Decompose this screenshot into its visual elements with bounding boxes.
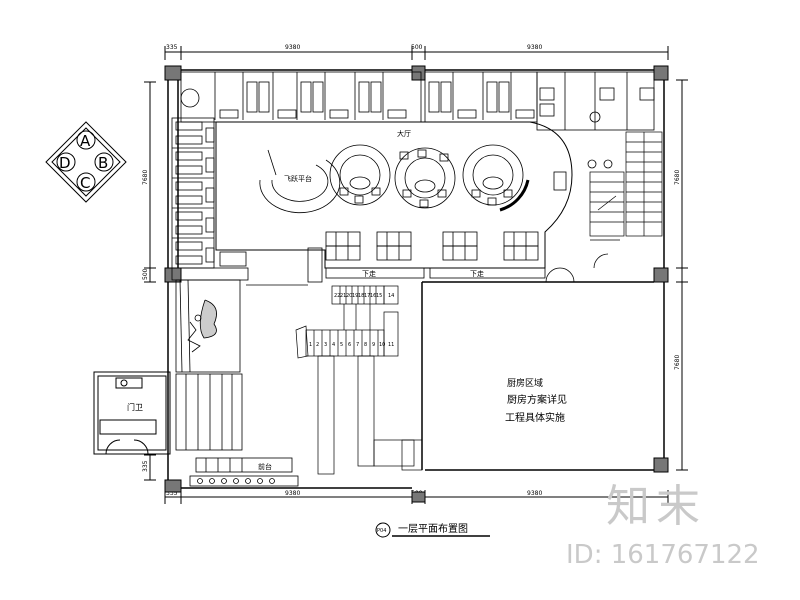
stair-number-2: 2 bbox=[316, 342, 319, 348]
left-dimension-line: 7680 500 335 bbox=[142, 81, 156, 481]
label-counter: 前台 bbox=[258, 462, 272, 471]
dim-bottom-right: 9380 bbox=[527, 490, 542, 497]
outer-walls bbox=[167, 69, 665, 489]
label-down-1: 下走 bbox=[362, 270, 376, 278]
dim-left-lower: 335 bbox=[142, 460, 149, 472]
label-kitchen-area: 厨房区域 bbox=[507, 377, 543, 389]
structural-columns bbox=[164, 65, 669, 503]
stair-number-7: 7 bbox=[356, 342, 359, 348]
stair-number-3: 3 bbox=[324, 342, 327, 348]
label-kitchen-note-2: 工程具体实施 bbox=[505, 411, 565, 424]
compass-c: C bbox=[80, 174, 90, 192]
dim-right-upper: 7680 bbox=[674, 170, 681, 185]
right-dimension-line: 7680 7680 bbox=[674, 79, 688, 471]
dim-top-mid: 500 bbox=[411, 44, 423, 51]
stair-number-top-6: 17 bbox=[364, 293, 370, 299]
dim-bottom-left: 9380 bbox=[285, 490, 300, 497]
dim-bottom-left-margin: 335 bbox=[166, 490, 178, 497]
gatehouse-office: 门卫 bbox=[93, 371, 171, 455]
front-counter: 前台 bbox=[189, 457, 299, 487]
stair-number-5: 5 bbox=[340, 342, 343, 348]
stair-number-top-7: 16 bbox=[370, 293, 376, 299]
compass-a: A bbox=[80, 132, 91, 150]
stair-number-4: 4 bbox=[332, 342, 335, 348]
round-booths bbox=[329, 144, 567, 212]
drawing-title: P04 一层平面布置图 bbox=[375, 522, 490, 538]
dining-tables bbox=[325, 231, 539, 261]
label-stage: 飞跃平台 bbox=[284, 174, 312, 183]
stair-number-11: 11 bbox=[388, 342, 394, 348]
label-kitchen-note-1: 厨房方案详见 bbox=[507, 393, 567, 406]
top-booth-row bbox=[180, 71, 538, 123]
stair-number-top-1: 22 bbox=[334, 293, 340, 299]
title-number: P04 bbox=[377, 528, 386, 534]
watermark-logo: 知末 bbox=[606, 481, 706, 532]
dim-left-small: 500 bbox=[142, 268, 149, 280]
stair-number-top-5: 18 bbox=[358, 293, 364, 299]
hall-boundary bbox=[215, 121, 573, 269]
parking-strips bbox=[175, 373, 243, 451]
garden-area bbox=[175, 279, 241, 373]
dim-left-height: 7680 bbox=[142, 170, 149, 185]
right-staircase bbox=[589, 131, 663, 237]
stair-number-top-2: 21 bbox=[340, 293, 346, 299]
kitchen-area: 厨房区域 厨房方案详见 工程具体实施 bbox=[505, 377, 567, 424]
entrance-doors bbox=[545, 239, 620, 283]
compass-b: B bbox=[98, 154, 108, 172]
label-hall: 大厅 bbox=[397, 129, 411, 138]
label-office: 门卫 bbox=[127, 402, 143, 412]
watermark-id: ID: 161767122 bbox=[566, 540, 760, 570]
title-text: 一层平面布置图 bbox=[398, 523, 468, 535]
ramp-area: 下走 下走 bbox=[171, 247, 546, 286]
stair-number-1: 1 bbox=[309, 342, 312, 348]
stair-number-8: 8 bbox=[364, 342, 367, 348]
stair-number-top-9: 14 bbox=[388, 293, 394, 299]
stair-number-top-4: 19 bbox=[352, 293, 358, 299]
compass-d: D bbox=[59, 154, 71, 172]
dim-top-right: 9380 bbox=[527, 44, 542, 51]
restroom-block bbox=[536, 71, 655, 169]
top-dimension-line: 335 9380 500 9380 bbox=[164, 44, 669, 60]
left-booth-column bbox=[171, 117, 215, 269]
stair-number-10: 10 bbox=[379, 342, 385, 348]
stair-number-top-3: 20 bbox=[346, 293, 352, 299]
dim-right-lower: 7680 bbox=[674, 355, 681, 370]
label-down-2: 下走 bbox=[470, 270, 484, 278]
stair-number-top-8: 15 bbox=[376, 293, 382, 299]
dim-top-left-margin: 335 bbox=[166, 44, 178, 51]
central-staircase: 22 21 20 19 18 17 16 15 14 1 2 3 4 5 6 7… bbox=[295, 285, 423, 475]
compass-rose: A B C D bbox=[45, 121, 127, 203]
stair-number-6: 6 bbox=[348, 342, 351, 348]
dim-top-left: 9380 bbox=[285, 44, 300, 51]
stage-platform: 飞跃平台 大厅 bbox=[259, 129, 411, 214]
stair-number-9: 9 bbox=[372, 342, 375, 348]
